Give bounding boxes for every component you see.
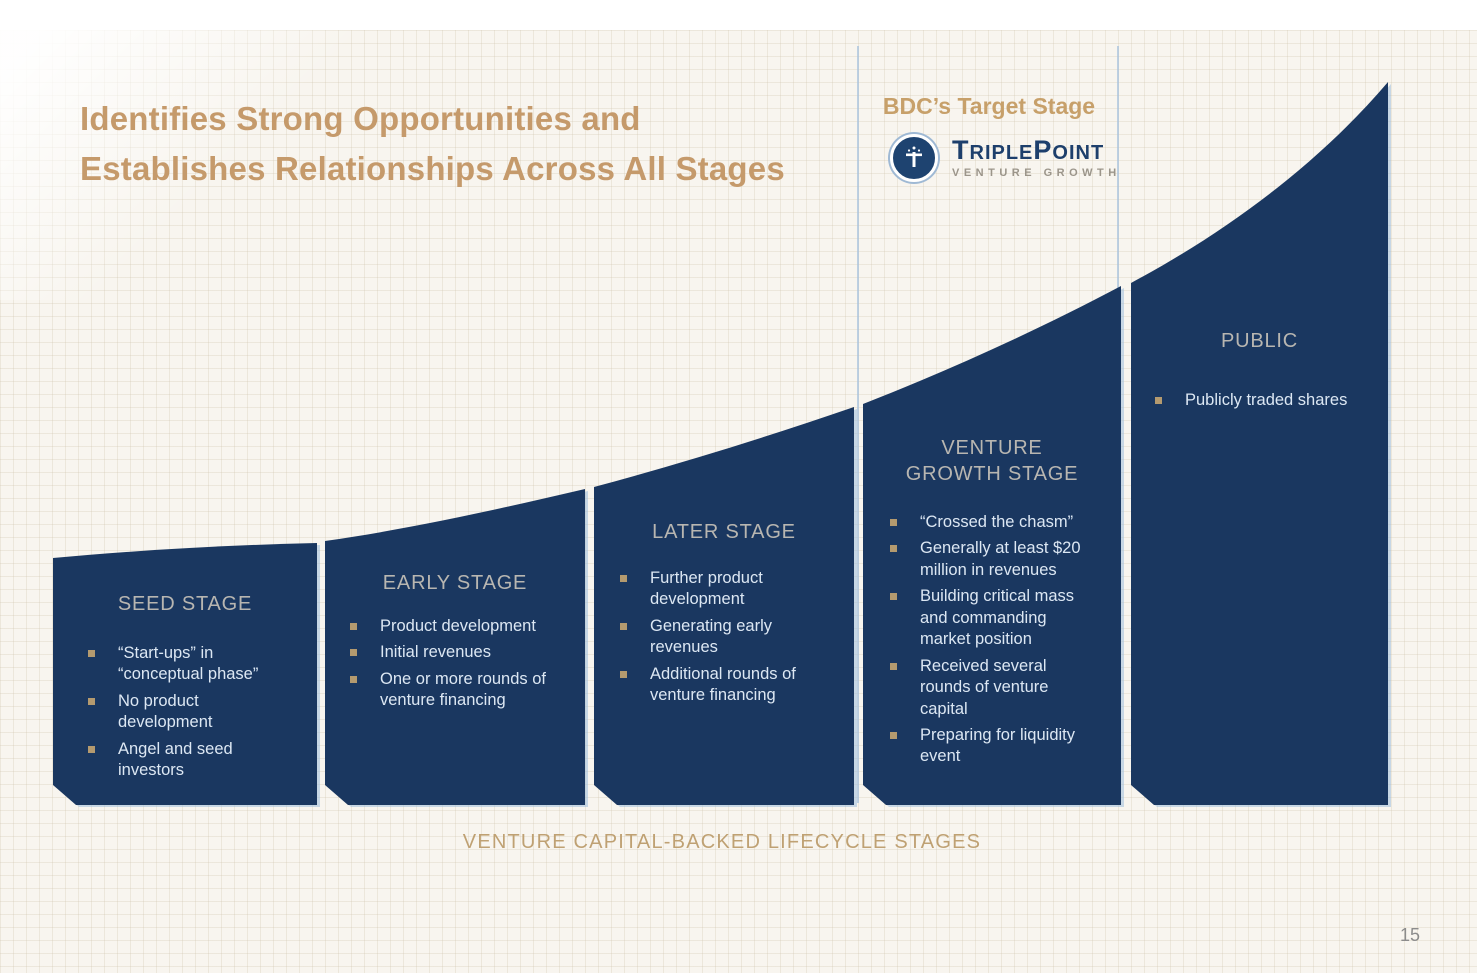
bullet-item: Received several rounds of venture capit… [888, 656, 1090, 720]
bullet-item: Additional rounds of venture financing [618, 664, 808, 707]
triplepoint-logo: TRIPLEPOINT VENTURE GROWTH [890, 134, 1121, 182]
stage-heading-seed: SEED STAGE [117, 593, 253, 615]
bullet-item: One or more rounds of venture financing [348, 669, 553, 712]
triplepoint-t-icon [890, 134, 938, 182]
diagram-caption: VENTURE CAPITAL-BACKED LIFECYCLE STAGES [462, 831, 982, 853]
bullet-item: Further product development [618, 568, 808, 611]
wordmark-p: P [1033, 135, 1053, 165]
triplepoint-t-glyph [906, 146, 922, 167]
bullet-item: Publicly traded shares [1153, 390, 1368, 411]
stage-block-later [594, 407, 854, 805]
stage-block-seed [53, 543, 317, 805]
bdc-target-stage-label: BDC’s Target Stage [882, 93, 1096, 119]
stage-bullets-seed: “Start-ups” in “conceptual phase” No pro… [86, 643, 261, 787]
slide-title: Identifies Strong Opportunities and Esta… [80, 94, 860, 194]
bullet-item: No product development [86, 691, 261, 734]
wordmark-t: T [952, 135, 970, 165]
bullet-item: Angel and seed investors [86, 739, 261, 782]
stage-block-public [1131, 82, 1388, 805]
triplepoint-name: TRIPLEPOINT [952, 137, 1121, 164]
stage-block-venture-growth [863, 286, 1121, 805]
bullet-item: Generally at least $20 million in revenu… [888, 538, 1090, 581]
triplepoint-wordmark: TRIPLEPOINT VENTURE GROWTH [952, 137, 1121, 180]
stage-bullets-later: Further product development Generating e… [618, 568, 808, 712]
wordmark-oint: OINT [1052, 142, 1105, 164]
slide-title-line2: Establishes Relationships Across All Sta… [80, 150, 785, 188]
stage-heading-public: PUBLIC [1220, 330, 1299, 352]
bullet-item: “Crossed the chasm” [888, 512, 1090, 533]
page-number: 15 [1400, 925, 1421, 945]
wordmark-riple: RIPLE [969, 142, 1034, 164]
stage-block-early [325, 489, 585, 805]
stage-bullets-early: Product development Initial revenues One… [348, 616, 553, 717]
bullet-item: Product development [348, 616, 553, 637]
bullet-item: Generating early revenues [618, 616, 808, 659]
bullet-item: Preparing for liquidity event [888, 725, 1090, 768]
stage-heading-early: EARLY STAGE [382, 572, 528, 594]
stage-bullets-venture-growth: “Crossed the chasm” Generally at least $… [888, 512, 1090, 773]
bullet-item: Initial revenues [348, 642, 553, 663]
stage-heading-venture-growth: VENTURE GROWTH STAGE [905, 437, 1079, 485]
bullet-item: Building critical mass and commanding ma… [888, 586, 1090, 650]
triplepoint-subtitle: VENTURE GROWTH [952, 167, 1121, 179]
stage-heading-later: LATER STAGE [652, 521, 796, 543]
stage-bullets-public: Publicly traded shares [1153, 390, 1368, 416]
slide-title-line1: Identifies Strong Opportunities and [80, 100, 641, 137]
bullet-item: “Start-ups” in “conceptual phase” [86, 643, 261, 686]
